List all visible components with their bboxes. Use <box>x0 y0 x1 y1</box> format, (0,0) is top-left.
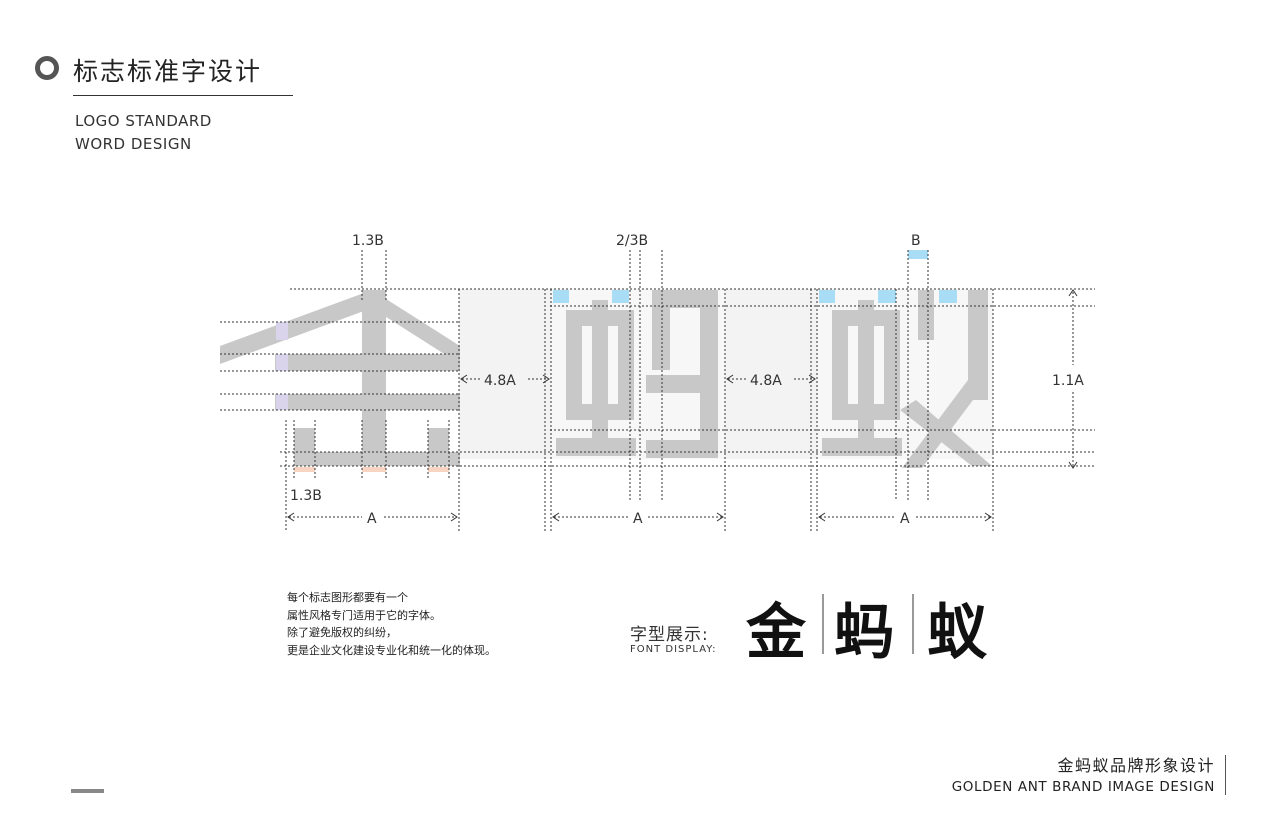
glyph-jin <box>220 290 460 466</box>
label-width-1: A <box>367 511 377 527</box>
description-line-3: 除了避免版权的纠纷， <box>287 626 397 639</box>
font-display-label: 字型展示: <box>630 625 709 645</box>
glyph-backgrounds <box>459 289 993 459</box>
page-subtitle: LOGO STANDARD WORD DESIGN <box>75 110 212 156</box>
label-top-left: 1.3B <box>352 233 384 249</box>
glyph-yi <box>822 290 992 468</box>
label-top-mid: 2/3B <box>616 233 648 249</box>
label-width-2: A <box>633 511 643 527</box>
font-display-label-en: FONT DISPLAY: <box>630 644 717 655</box>
footer-divider <box>1225 755 1226 795</box>
font-display-logotype: 金 蚂 蚁 <box>746 594 988 668</box>
guide-lines <box>220 250 1095 532</box>
ring-icon <box>35 56 59 80</box>
footer-brand-en: GOLDEN ANT BRAND IMAGE DESIGN <box>951 779 1215 795</box>
footer-brand-cn: 金蚂蚁品牌形象设计 <box>1057 756 1215 775</box>
page-title: 标志标准字设计 <box>73 57 263 86</box>
glyph-ma <box>556 290 718 458</box>
description-line-1: 每个标志图形都要有一个 <box>287 591 408 604</box>
label-width-3: A <box>900 511 910 527</box>
display-char-ma: 蚂 <box>834 598 894 668</box>
label-gap-2: 4.8A <box>750 373 782 389</box>
display-char-yi: 蚁 <box>927 598 988 668</box>
subtitle-line-1: LOGO STANDARD <box>75 112 212 130</box>
label-gap-1: 4.8A <box>484 373 516 389</box>
subtitle-line-2: WORD DESIGN <box>75 135 192 153</box>
description-line-2: 属性风格专门适用于它的字体。 <box>287 608 441 622</box>
description-line-4: 更是企业文化建设专业化和统一化的体现。 <box>287 643 496 657</box>
title-underline <box>73 95 293 96</box>
label-height: 1.1A <box>1052 373 1084 389</box>
label-top-right: B <box>911 233 921 249</box>
label-bottom-left: 1.3B <box>290 488 322 504</box>
accent-chips <box>276 250 957 472</box>
dimension-arrows <box>287 289 1078 522</box>
page-indicator <box>71 789 104 793</box>
description: 每个标志图形都要有一个 属性风格专门适用于它的字体。 除了避免版权的纠纷， 更是… <box>287 589 496 659</box>
display-char-jin: 金 <box>746 598 807 668</box>
